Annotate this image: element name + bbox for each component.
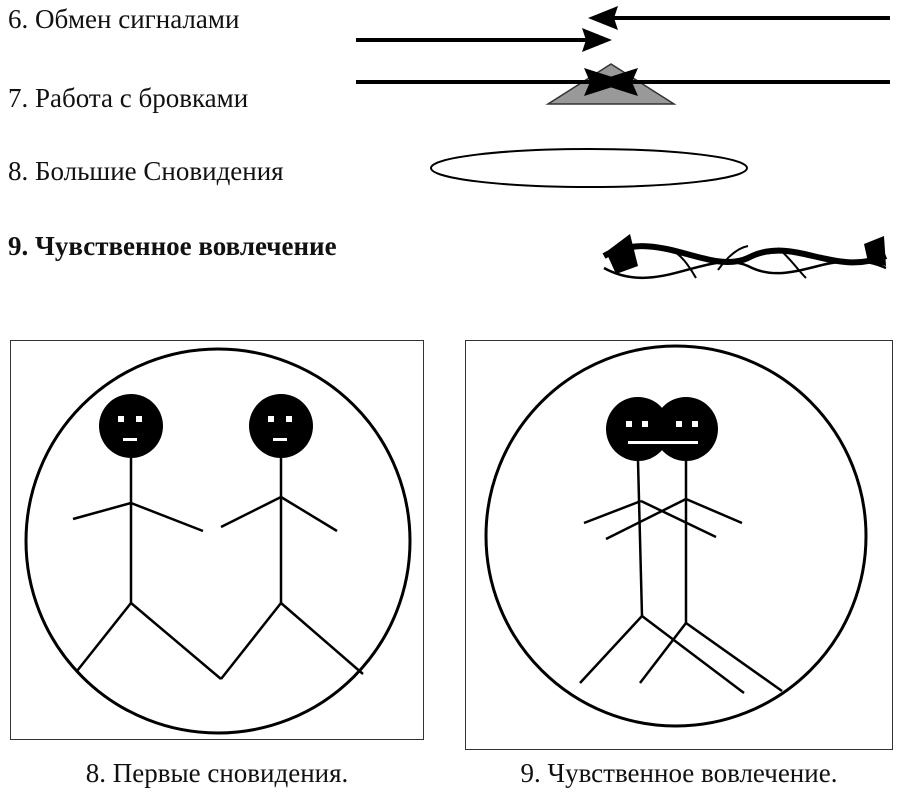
head-left	[99, 394, 163, 458]
sensual-involvement-caption: 9. Чувственное вовлечение.	[520, 758, 838, 788]
first-dreams-panel	[10, 340, 424, 740]
sensual-involvement-figure	[484, 344, 868, 728]
signal-exchange-arrows-icon	[356, 6, 890, 52]
head-right	[654, 397, 718, 461]
stick-figure-left	[72, 394, 222, 680]
legend-label-sensual-involvement: 9. Чувственное вовлечение	[8, 231, 337, 261]
legend-label-big-dreams: 8. Большие Сновидения	[8, 156, 284, 186]
sensual-involvement-ribbon-icon	[602, 234, 888, 279]
sensual-involvement-panel	[465, 340, 893, 750]
enclosing-circle	[484, 344, 868, 728]
stick-figure-right	[220, 394, 364, 680]
first-dreams-figure	[24, 347, 412, 735]
enclosing-circle	[24, 347, 412, 735]
stick-figure-right	[605, 461, 783, 693]
edge-work-triangle-icon	[356, 63, 890, 105]
head-right	[249, 394, 313, 458]
legend-label-signal-exchange: 6. Обмен сигналами	[8, 4, 240, 34]
stick-figure-left	[579, 460, 745, 694]
first-dreams-caption: 8. Первые сновидения.	[85, 758, 349, 788]
head-left	[606, 397, 670, 461]
legend-label-edge-work: 7. Работа с бровками	[8, 83, 249, 113]
big-dreams-ellipse-icon	[430, 148, 748, 188]
